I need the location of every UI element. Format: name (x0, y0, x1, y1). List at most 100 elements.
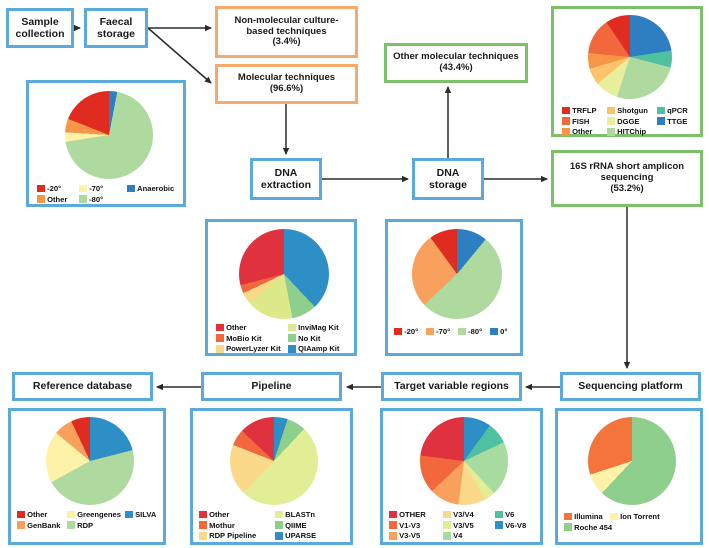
16s-rrna-short-amplicon-sequencing-label: 16S rRNA short amplicon sequencing (53.2… (569, 161, 685, 194)
legend-swatch-icon (490, 327, 498, 336)
legend-item: V6-V8 (495, 520, 541, 531)
other-molecular-techniques-pie (588, 15, 672, 99)
legend-label: TTGE (667, 116, 688, 126)
legend-swatch-icon (607, 117, 615, 125)
legend-swatch-icon (443, 532, 451, 540)
flow-box-dna-storage[interactable]: DNA storage (412, 158, 484, 200)
legend-label: Roche 454 (574, 522, 613, 532)
legend-swatch-icon (288, 345, 296, 353)
legend-item: OTHER (389, 509, 443, 520)
legend-label: Anaerobic (137, 183, 175, 193)
legend-swatch-icon (216, 334, 224, 342)
legend-item: V1-V3 (389, 520, 443, 531)
legend-item: Ion Torrent (610, 511, 662, 522)
flow-box-sample-collection[interactable]: Sample collection (6, 8, 74, 48)
legend-item: InviMag Kit (288, 322, 356, 333)
legend-item: MoBio Kit (216, 333, 288, 344)
legend-swatch-icon (562, 117, 570, 125)
legend-swatch-icon (458, 327, 466, 336)
legend-item: -80° (458, 326, 490, 337)
legend-label: Illumina (574, 511, 603, 521)
flow-box-reference-database[interactable]: Reference database (12, 372, 153, 401)
legend-swatch-icon (495, 510, 503, 519)
legend-label: Ion Torrent (620, 511, 660, 521)
legend-label: TRFLP (572, 105, 597, 115)
legend-label: 0° (500, 326, 508, 336)
legend-item: Illumina (564, 511, 610, 522)
legend-swatch-icon (275, 532, 283, 540)
legend-label: -80° (89, 194, 104, 204)
legend-item: Greengenes (67, 509, 125, 520)
flow-box-pipeline[interactable]: Pipeline (201, 372, 342, 401)
legend-item: V3/V4 (443, 509, 495, 520)
dna-storage-temperature-pie-container: -20°-70°-80°0° (385, 219, 523, 356)
legend-item: RDP (67, 520, 125, 531)
legend-item: TRFLP (562, 105, 607, 116)
legend-item: Shotgun (607, 105, 657, 116)
non-molecular-culture-based-techniques-label: Non-molecular culture- based techniques … (234, 14, 339, 48)
legend-swatch-icon (127, 184, 135, 193)
legend-label: RDP Pipeline (209, 531, 257, 541)
faecal-storage-conditions-pie (65, 91, 153, 179)
legend-item: QIIME (275, 520, 347, 531)
legend-label: V3-V5 (399, 531, 421, 541)
legend-label: Shotgun (617, 105, 648, 115)
flow-box-dna-extraction[interactable]: DNA extraction (250, 158, 322, 200)
legend-item: V3/V5 (443, 520, 495, 531)
flow-box-sequencing-platform[interactable]: Sequencing platform (560, 372, 701, 401)
flow-box-faecal-storage[interactable]: Faecal storage (84, 8, 148, 48)
legend-item: HITChip (607, 127, 657, 138)
legend-label: V6-V8 (505, 520, 527, 530)
legend-label: -20° (404, 326, 419, 336)
other-molecular-techniques-label: Other molecular techniques (43.4%) (393, 51, 519, 73)
dna-extraction-kits-pie (239, 229, 329, 319)
legend-swatch-icon (562, 106, 570, 115)
flow-box-other-molecular-techniques[interactable]: Other molecular techniques (43.4%) (384, 43, 528, 83)
sequencing-platform-pie (588, 417, 676, 505)
legend-swatch-icon (426, 327, 434, 336)
legend-label: Mothur (209, 520, 235, 530)
legend-label: InviMag Kit (298, 322, 339, 332)
dna-storage-temperature-pie-legend: -20°-70°-80°0° (394, 326, 522, 337)
legend-swatch-icon (199, 510, 207, 519)
legend-swatch-icon (657, 106, 665, 115)
legend-label: DGGE (617, 116, 640, 126)
legend-item: V4 (443, 531, 495, 542)
legend-label: UPARSE (285, 531, 317, 541)
legend-label: No Kit (298, 333, 321, 343)
legend-item: Mothur (199, 520, 275, 531)
pipeline-label: Pipeline (251, 380, 292, 393)
legend-item: V3-V5 (389, 531, 443, 542)
legend-label: Other (27, 509, 48, 519)
legend-item: Anaerobic (127, 183, 180, 194)
legend-item: Other (216, 322, 288, 333)
flow-box-16s-rrna-short-amplicon-sequencing[interactable]: 16S rRNA short amplicon sequencing (53.2… (551, 150, 703, 207)
legend-swatch-icon (79, 195, 87, 203)
pipeline-pie (230, 417, 318, 505)
legend-swatch-icon (17, 521, 25, 529)
legend-swatch-icon (389, 510, 397, 519)
sample-collection-label: Sample collection (15, 15, 65, 40)
legend-swatch-icon (199, 521, 207, 529)
legend-label: V6 (505, 509, 515, 519)
flow-box-target-variable-regions[interactable]: Target variable regions (381, 372, 522, 401)
legend-label: HITChip (617, 127, 647, 137)
legend-swatch-icon (67, 521, 75, 529)
legend-label: SILVA (135, 509, 157, 519)
dna-extraction-label: DNA extraction (260, 166, 312, 191)
flow-box-molecular-techniques[interactable]: Molecular techniques (96.6%) (215, 64, 358, 104)
legend-swatch-icon (67, 510, 75, 519)
dna-storage-temperature-pie (412, 229, 502, 319)
legend-label: V3/V4 (453, 509, 474, 519)
legend-item: Other (562, 127, 607, 138)
legend-item: Other (17, 509, 67, 520)
legend-label: -80° (468, 326, 483, 336)
flow-box-non-molecular-culture-based-techniques[interactable]: Non-molecular culture- based techniques … (215, 6, 358, 58)
legend-item: -20° (37, 183, 79, 194)
legend-label: QIAamp Kit (298, 344, 340, 354)
